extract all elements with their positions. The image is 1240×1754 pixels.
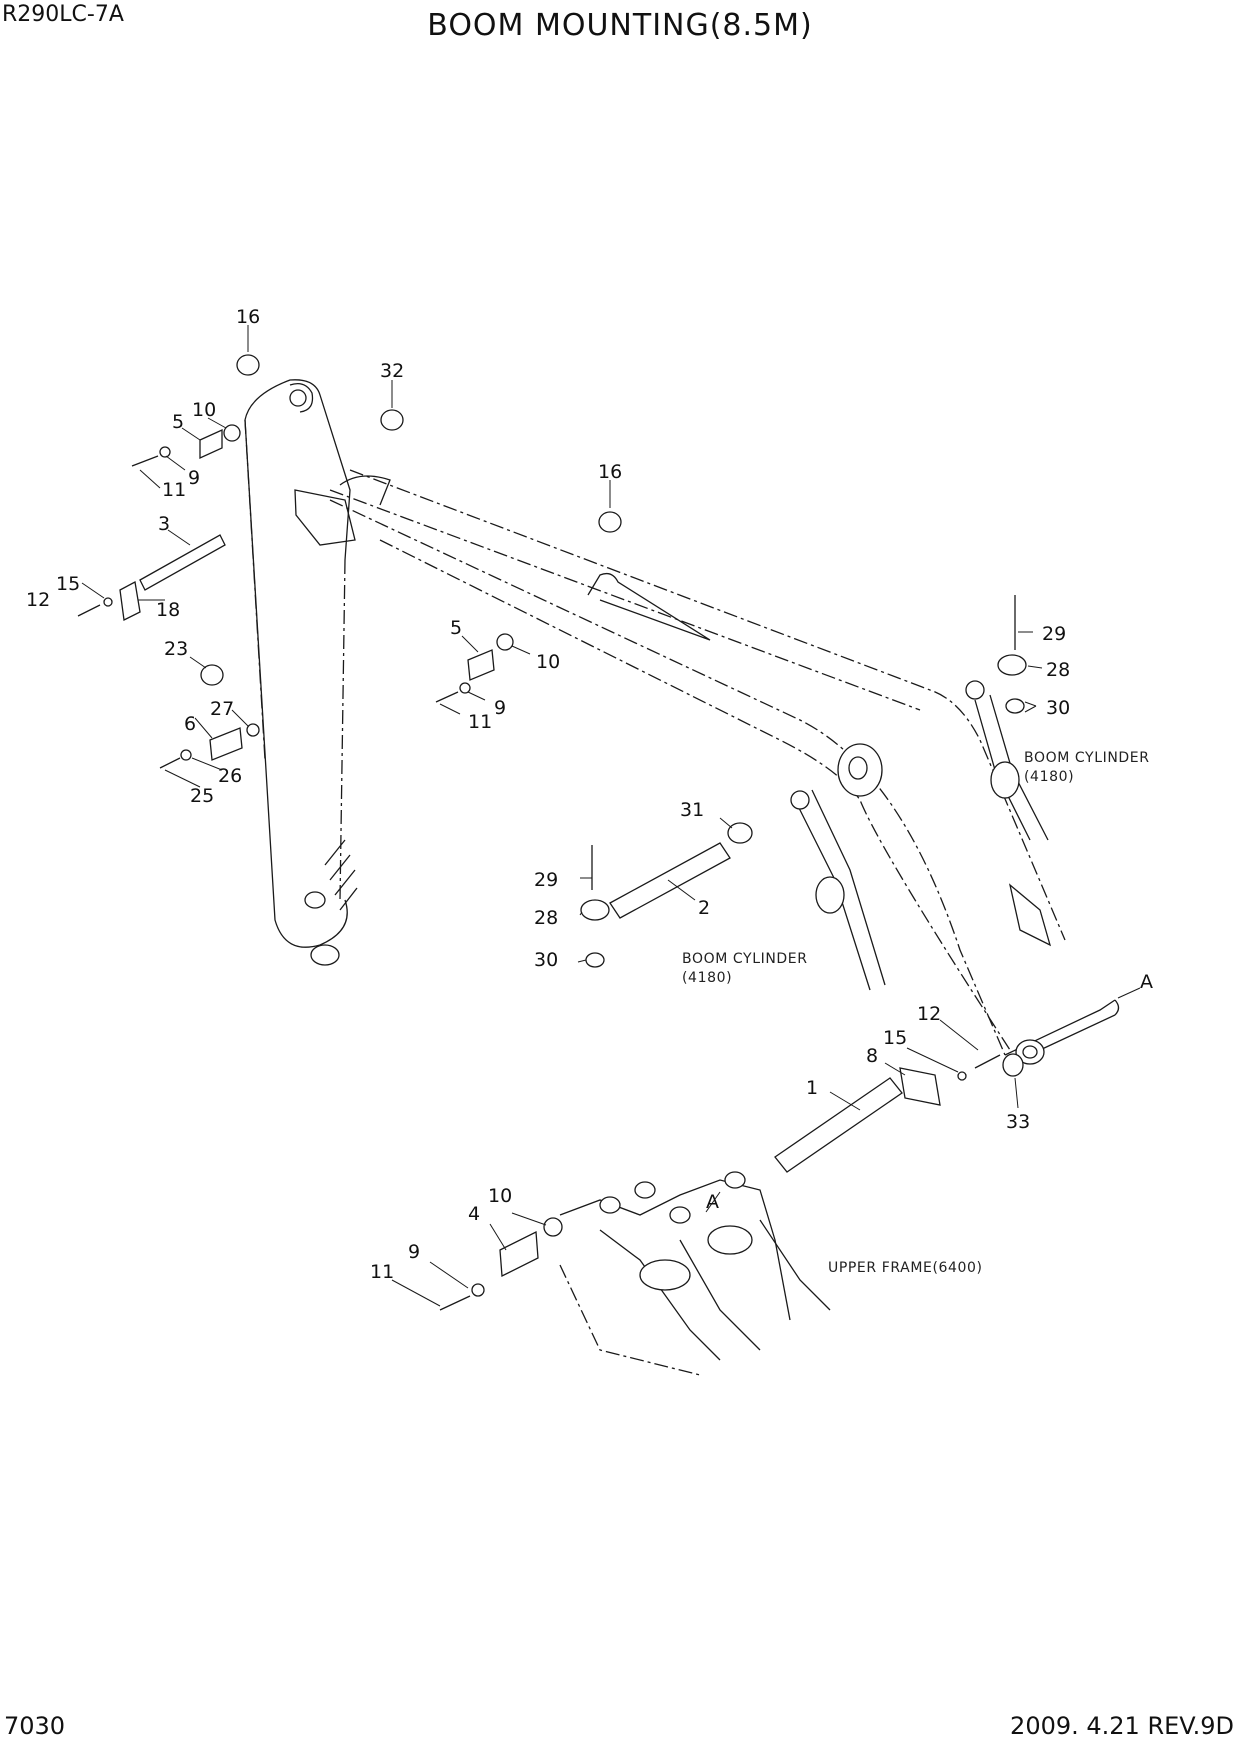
washer-9-mid [459,682,471,694]
callout-11-mid: 11 [468,711,492,733]
pin-3 [139,534,226,591]
callout-28-center: 28 [534,907,558,929]
bolt-25 [159,757,181,769]
callout-10-bottom: 10 [488,1185,512,1207]
callout-11-bottom: 11 [370,1261,394,1283]
washer-10-mid [496,633,514,651]
washer-15-right [957,1071,967,1081]
bolt-11-mid [435,691,459,703]
ref-a-right: A [1140,971,1153,993]
note-boom-cylinder-center: BOOM CYLINDER [682,951,808,967]
callout-5-top: 5 [172,411,184,433]
callout-26: 26 [218,765,242,787]
callout-10-mid: 10 [536,651,560,673]
callout-25: 25 [190,785,214,807]
bolt-12-right [974,1054,1001,1069]
pin-4 [499,1230,539,1278]
nut-30-right [1005,698,1025,714]
callout-6: 6 [184,713,196,735]
callout-23: 23 [164,638,188,660]
callout-5-mid: 5 [450,617,462,639]
washer-9-bottom [471,1283,485,1297]
bolt-12-left [77,604,101,617]
nut-30-center [585,952,605,968]
callout-15-left: 15 [56,573,80,595]
washer-32 [380,409,404,431]
callout-27: 27 [210,698,234,720]
bolt-11-bottom [439,1295,471,1311]
page-number: 7030 [4,1712,66,1740]
callout-12-left: 12 [26,589,50,611]
callout-9-mid: 9 [494,697,506,719]
plate-8 [899,1067,941,1106]
callout-11-top: 11 [162,479,186,501]
upper-frame-outline [559,1171,831,1376]
collar-28-center [580,899,610,921]
note-upper-frame: UPPER FRAME(6400) [828,1260,983,1276]
ref-a-frame: A [706,1191,719,1213]
callout-29-right: 29 [1042,623,1066,645]
callout-31: 31 [680,799,704,821]
callout-33: 33 [1006,1111,1030,1133]
note-boom-cylinder-right: BOOM CYLINDER [1024,750,1150,766]
leader-lines [81,325,1141,1307]
revision-date: 2009. 4.21 REV.9D [1010,1712,1234,1740]
washer-16-mid [598,511,622,533]
callout-30-right: 30 [1046,697,1070,719]
callout-1: 1 [806,1077,818,1099]
boom-outline [244,379,1120,1065]
washer-31 [727,822,753,844]
note-boom-cylinder-center-code: (4180) [682,970,732,986]
washer-26 [180,749,192,761]
callout-18: 18 [156,599,180,621]
callout-28-right: 28 [1046,659,1070,681]
pin-6 [209,727,243,761]
cylinder-outline [790,680,1049,991]
callout-9-top: 9 [188,467,200,489]
callout-10-top: 10 [192,399,216,421]
pin-2 [609,842,731,919]
model-number: R290LC-7A [2,2,124,27]
washer-10-top [223,424,241,442]
washer-15-left [103,597,113,607]
callout-29-center: 29 [534,869,558,891]
note-boom-cylinder-right-code: (4180) [1024,769,1074,785]
callout-32: 32 [380,360,404,382]
pin-5-mid [467,649,495,681]
washer-10-bottom [543,1217,563,1237]
callout-3: 3 [158,513,170,535]
washer-27 [246,723,260,737]
callout-2: 2 [698,897,710,919]
washer-23 [200,664,224,686]
callout-9-bottom: 9 [408,1241,420,1263]
callout-12-right: 12 [917,1003,941,1025]
page-title: BOOM MOUNTING(8.5M) [427,8,813,43]
notes: BOOM CYLINDER (4180) BOOM CYLINDER (4180… [682,750,1153,1276]
washer-9-top [159,446,171,458]
pin-5-top [199,428,223,460]
callout-16-top: 16 [236,306,260,328]
bolt-11-top [131,455,159,467]
callout-15-right: 15 [883,1027,907,1049]
parts [77,354,1027,1311]
callout-8: 8 [866,1045,878,1067]
callout-30-center: 30 [534,949,558,971]
callout-numbers: 16 32 10 5 9 11 3 15 12 18 23 27 6 26 25… [26,306,1070,1283]
washer-16-top [236,354,260,376]
callout-4: 4 [468,1203,480,1225]
pin-1 [774,1077,903,1173]
washer-33 [1002,1053,1024,1077]
collar-28-right [997,654,1027,676]
plate-18 [119,581,141,621]
callout-16-mid: 16 [598,461,622,483]
